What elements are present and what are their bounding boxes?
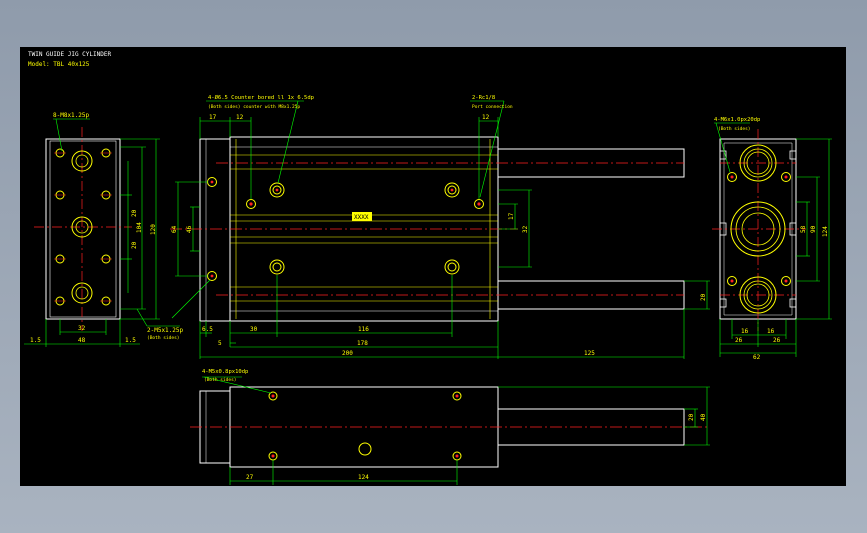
bottom-note-sub: (Both sides) — [204, 377, 237, 383]
dim-main-top17: 17 — [209, 114, 217, 121]
dim-right-h26b: 26 — [773, 337, 781, 344]
dim-main-h30: 30 — [250, 326, 258, 333]
dim-main-v32: 32 — [522, 225, 529, 233]
dim-left-h4: 1.5 — [125, 337, 136, 344]
cad-drawing: TWIN GUIDE JIG CYLINDER Model: TBL 40x12… — [24, 51, 832, 485]
left-end-view: 8-M8x1.25p 2-M5x1.25p (Both sides) 20 10… — [24, 112, 184, 347]
left-note-bottom: 2-M5x1.25p — [147, 327, 184, 334]
dim-main-top12a: 12 — [236, 114, 244, 121]
dim-bottom-v20: 20 — [688, 413, 695, 421]
main-note-right-sub: Port connection — [472, 104, 513, 110]
dim-left-v3: 120 — [150, 224, 157, 235]
dim-right-v58: 58 — [800, 225, 807, 233]
main-note-left: 4-Ø6.5 Counter bored ll 1x 6.5dp — [208, 94, 314, 101]
bottom-note: 4-M5x0.8px10dp — [202, 369, 248, 375]
dim-main-v20: 20 — [700, 293, 707, 301]
right-end-view: 4-M6x1.0px20dp (Both sides) 58 90 124 16… — [712, 117, 832, 361]
dim-main-h6-5: 6.5 — [202, 326, 213, 333]
dim-left-h2: 48 — [78, 337, 86, 344]
main-note-right: 2-Rc1/8 — [472, 95, 495, 101]
dim-right-h16a: 16 — [741, 328, 749, 335]
dim-main-top12b: 12 — [482, 114, 490, 121]
main-side-view: XXXX — [170, 94, 710, 359]
bottom-top-view: 4-M5x0.8px10dp (Both sides) 27 124 20 40 — [190, 369, 710, 485]
dim-main-h178: 178 — [357, 340, 368, 347]
dim-bottom-h124: 124 — [358, 474, 369, 481]
right-note-sub: (Both sides) — [718, 126, 751, 132]
dim-left-h1: 32 — [78, 325, 86, 332]
dim-right-h16b: 16 — [767, 328, 775, 335]
dim-main-h125: 125 — [584, 350, 595, 357]
dim-main-h116: 116 — [358, 326, 369, 333]
logo-text: XXXX — [354, 214, 369, 221]
cad-viewport[interactable]: TWIN GUIDE JIG CYLINDER Model: TBL 40x12… — [20, 47, 846, 486]
dim-main-v17: 17 — [508, 212, 515, 220]
dim-main-h200: 200 — [342, 350, 353, 357]
dim-main-v46: 46 — [186, 225, 193, 233]
dim-left-v4: 20 — [131, 241, 138, 249]
dim-right-h62: 62 — [753, 354, 761, 361]
left-note-top: 8-M8x1.25p — [53, 112, 90, 119]
title-line-2: Model: TBL 40x125 — [28, 61, 90, 68]
left-note-bottom-sub: (Both sides) — [147, 335, 180, 341]
dim-right-v124: 124 — [822, 226, 829, 237]
dim-left-v2: 104 — [136, 222, 143, 233]
dim-main-h5: 5 — [218, 340, 222, 347]
dim-left-h3: 1.5 — [30, 337, 41, 344]
dim-bottom-h27: 27 — [246, 474, 254, 481]
logo-badge — [352, 212, 372, 221]
dim-main-v64: 64 — [171, 225, 178, 233]
dim-right-h26a: 26 — [735, 337, 743, 344]
title-line-1: TWIN GUIDE JIG CYLINDER — [28, 51, 111, 58]
right-note: 4-M6x1.0px20dp — [714, 117, 760, 123]
main-note-left-sub: (Both sides) counter with M8x1.25p — [208, 104, 300, 110]
dim-right-v90: 90 — [810, 225, 817, 233]
dim-left-v1: 20 — [131, 209, 138, 217]
dim-bottom-v40: 40 — [700, 413, 707, 421]
